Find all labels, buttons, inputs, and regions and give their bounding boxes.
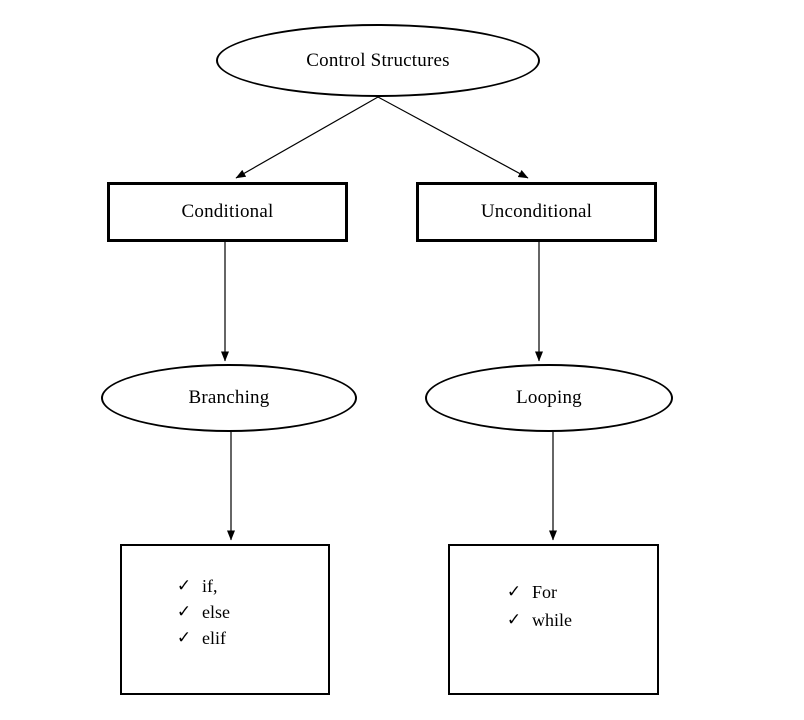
list-item: ✓ For — [496, 578, 657, 606]
list-item: ✓ else — [166, 599, 328, 625]
node-branching-items-box: ✓ if, ✓ else ✓ elif — [120, 544, 330, 695]
looping-items-list: ✓ For ✓ while — [450, 546, 657, 634]
node-control-structures: Control Structures — [216, 24, 540, 97]
list-item-label: if, — [202, 575, 218, 596]
check-icon: ✓ — [176, 602, 192, 621]
node-conditional-label: Conditional — [181, 201, 274, 222]
node-looping-label: Looping — [516, 387, 582, 408]
list-item-label: elif — [202, 627, 226, 648]
node-branching-label: Branching — [188, 387, 270, 408]
node-control-structures-label: Control Structures — [306, 49, 450, 71]
check-icon: ✓ — [176, 576, 192, 595]
list-item: ✓ elif — [166, 625, 328, 651]
list-item: ✓ if, — [166, 573, 328, 599]
branching-items-list: ✓ if, ✓ else ✓ elif — [122, 546, 328, 651]
node-branching: Branching — [101, 364, 357, 432]
edge-root-unconditional — [377, 96, 529, 179]
node-unconditional: Unconditional — [416, 182, 657, 242]
node-looping-items-box: ✓ For ✓ while — [448, 544, 659, 695]
node-conditional: Conditional — [107, 182, 348, 242]
list-item: ✓ while — [496, 606, 657, 634]
node-looping: Looping — [425, 364, 673, 432]
check-icon: ✓ — [506, 582, 522, 601]
node-unconditional-label: Unconditional — [480, 201, 593, 222]
list-item-label: For — [532, 581, 558, 602]
check-icon: ✓ — [176, 628, 192, 647]
list-item-label: else — [202, 601, 230, 622]
list-item-label: while — [532, 609, 572, 630]
edge-root-conditional — [235, 96, 379, 179]
check-icon: ✓ — [506, 610, 522, 629]
